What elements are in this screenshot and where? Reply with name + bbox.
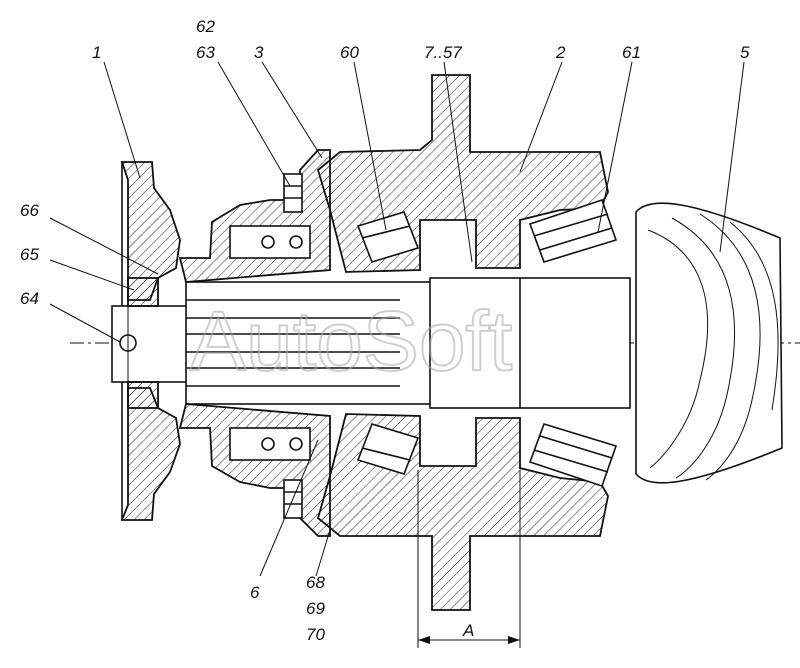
label-70: 70 [306,625,325,644]
dimension-a [417,470,521,648]
label-61: 61 [622,43,641,62]
label-7-57: 7..57 [424,43,462,62]
leader-lines [49,61,745,577]
label-1: 1 [92,43,101,62]
flange-nut-part-64 [111,277,189,409]
label-62: 62 [196,17,215,36]
bevel-pinion-part-5 [635,202,783,484]
label-2: 2 [555,43,566,62]
label-5: 5 [740,43,750,62]
pinion-shaft [185,277,631,409]
label-68: 68 [306,573,325,592]
watermark: AutoSoft [190,294,512,388]
label-3: 3 [254,43,264,62]
dimension-label: A [462,621,474,640]
bearing-part-61 [528,198,618,488]
label-64: 64 [20,289,39,308]
label-65: 65 [20,245,39,264]
label-69: 69 [306,599,325,618]
label-66: 66 [20,201,39,220]
seal-housing-part-3 [178,149,331,537]
label-63: 63 [196,43,215,62]
label-60: 60 [340,43,359,62]
bearing-part-60 [356,211,420,475]
label-6: 6 [250,583,260,602]
